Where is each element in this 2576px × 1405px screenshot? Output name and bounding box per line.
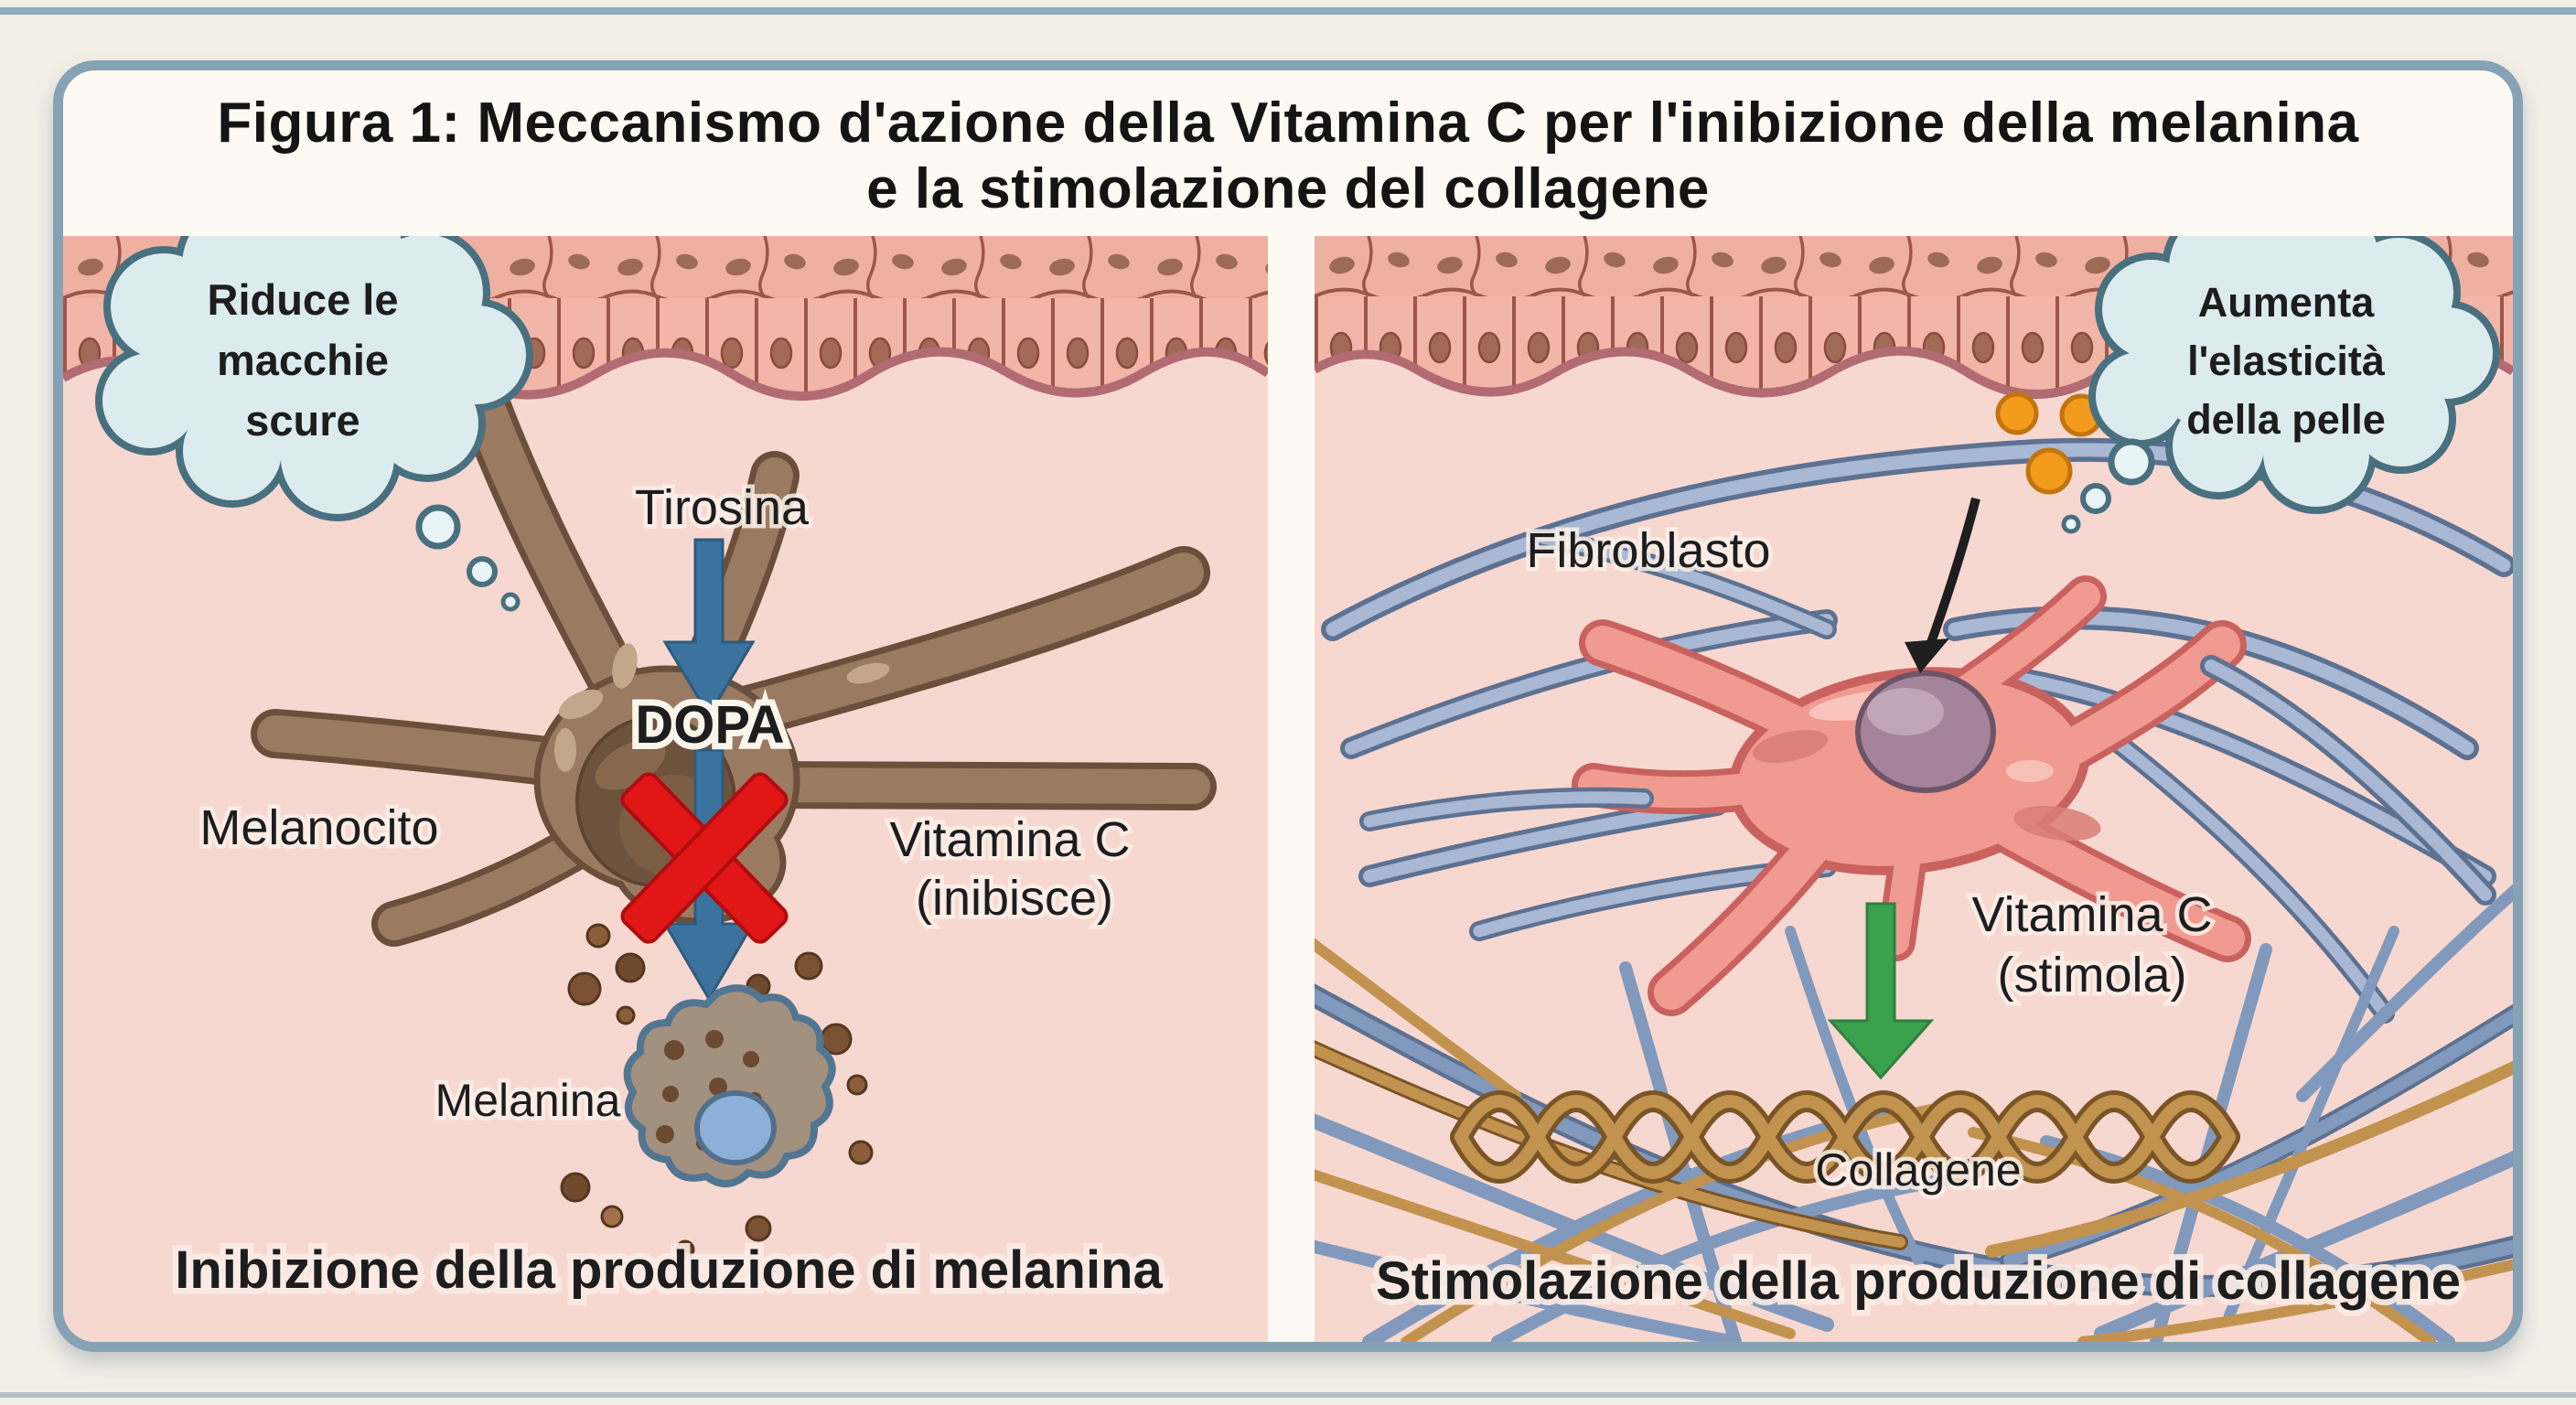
tyrosine-label: Tirosina: [635, 480, 810, 535]
figure-title-line2: e la stimolazione del collagene: [866, 157, 1710, 220]
melanin-cell: [623, 984, 836, 1187]
melanin-label: Melanina: [435, 1075, 621, 1126]
thought-cloud-right: Aumenta l'elasticità della pelle: [2061, 236, 2500, 534]
cloud-left-line1: Riduce le: [208, 275, 399, 324]
thought-bubble-dot-small: [2061, 514, 2081, 534]
vitamin-c-inhibits-label-line2: (inibisce): [916, 871, 1113, 926]
stimulation-arrow: [1827, 902, 1935, 1080]
tyrosine-to-dopa-arrow: [662, 538, 756, 718]
melanin-panel-art: Riduce le macchie scure DOPA: [63, 236, 1268, 1306]
right-caption: Stimolazione della produzione di collage…: [1376, 1251, 2461, 1311]
cloud-right-line3: della pelle: [2186, 396, 2386, 443]
collagen-panel-art: Aumenta l'elasticità della pelle: [1315, 236, 2513, 1342]
vitamin-c-stimulates-label-line2: (stimola): [1997, 948, 2186, 1003]
cloud-right-line1: Aumenta: [2198, 279, 2375, 326]
thought-bubble-dot-medium: [467, 556, 498, 587]
thought-cloud-left: Riduce le macchie scure: [95, 236, 533, 612]
bottom-border-line: [0, 1392, 2576, 1398]
collagen-braid: [1450, 1090, 2240, 1184]
collagen-stimulation-panel: Aumenta l'elasticità della pelle: [1315, 236, 2513, 1342]
figure-frame: Figura 1: Meccanismo d'azione della Vita…: [53, 60, 2523, 1352]
collagen-label: Collagene: [1815, 1144, 2021, 1196]
thought-bubble-dot-large: [2108, 438, 2155, 486]
figure-title-line1: Figura 1: Meccanismo d'azione della Vita…: [217, 91, 2359, 155]
collagen-network-lower: [1315, 884, 2513, 1342]
melanin-inhibition-panel: Riduce le macchie scure DOPA: [63, 236, 1268, 1342]
vitamin-c-inhibits-label-line1: Vitamina C: [889, 812, 1130, 867]
collagen-fibers-front: [1359, 655, 2496, 906]
inhibition-x-icon: [620, 772, 789, 944]
vitamin-c-stimulates-label-line1: Vitamina C: [1971, 887, 2212, 942]
top-border-line: [0, 7, 2576, 15]
thought-bubble-dot-medium: [2080, 483, 2111, 514]
vitamin-entry-arrow: [1905, 497, 1980, 673]
fibroblast-label: Fibroblasto: [1526, 523, 1770, 578]
thought-bubble-dot-small: [500, 592, 521, 612]
cloud-left-line3: scure: [245, 396, 360, 445]
melanocyte-label: Melanocito: [199, 800, 438, 855]
dopa-label: DOPA: [635, 695, 784, 755]
thought-bubble-dot-large: [415, 504, 461, 550]
figure-title: Figura 1: Meccanismo d'azione della Vita…: [63, 91, 2513, 222]
cloud-right-line2: l'elasticità: [2187, 338, 2386, 384]
left-caption: Inibizione della produzione di melanina: [175, 1240, 1163, 1300]
cloud-left-line2: macchie: [217, 336, 389, 384]
melanin-cell-nucleus: [694, 1090, 777, 1165]
